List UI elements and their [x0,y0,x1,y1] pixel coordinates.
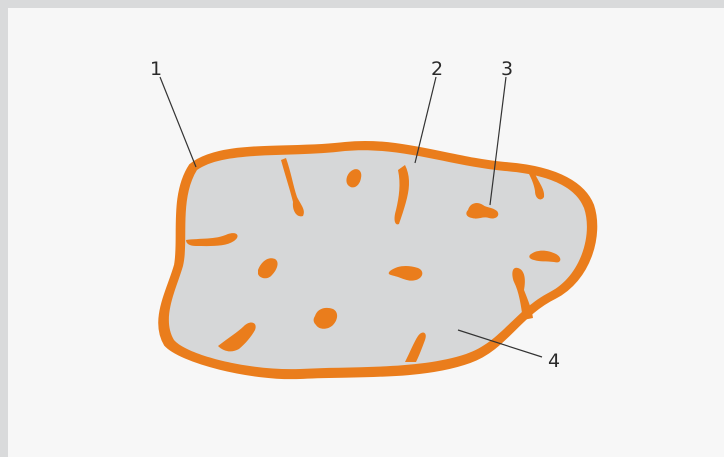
label-1: 1 [150,58,162,80]
leader-1 [160,77,196,167]
label-3: 3 [501,58,513,80]
label-2: 2 [431,58,443,80]
label-4: 4 [548,350,560,372]
